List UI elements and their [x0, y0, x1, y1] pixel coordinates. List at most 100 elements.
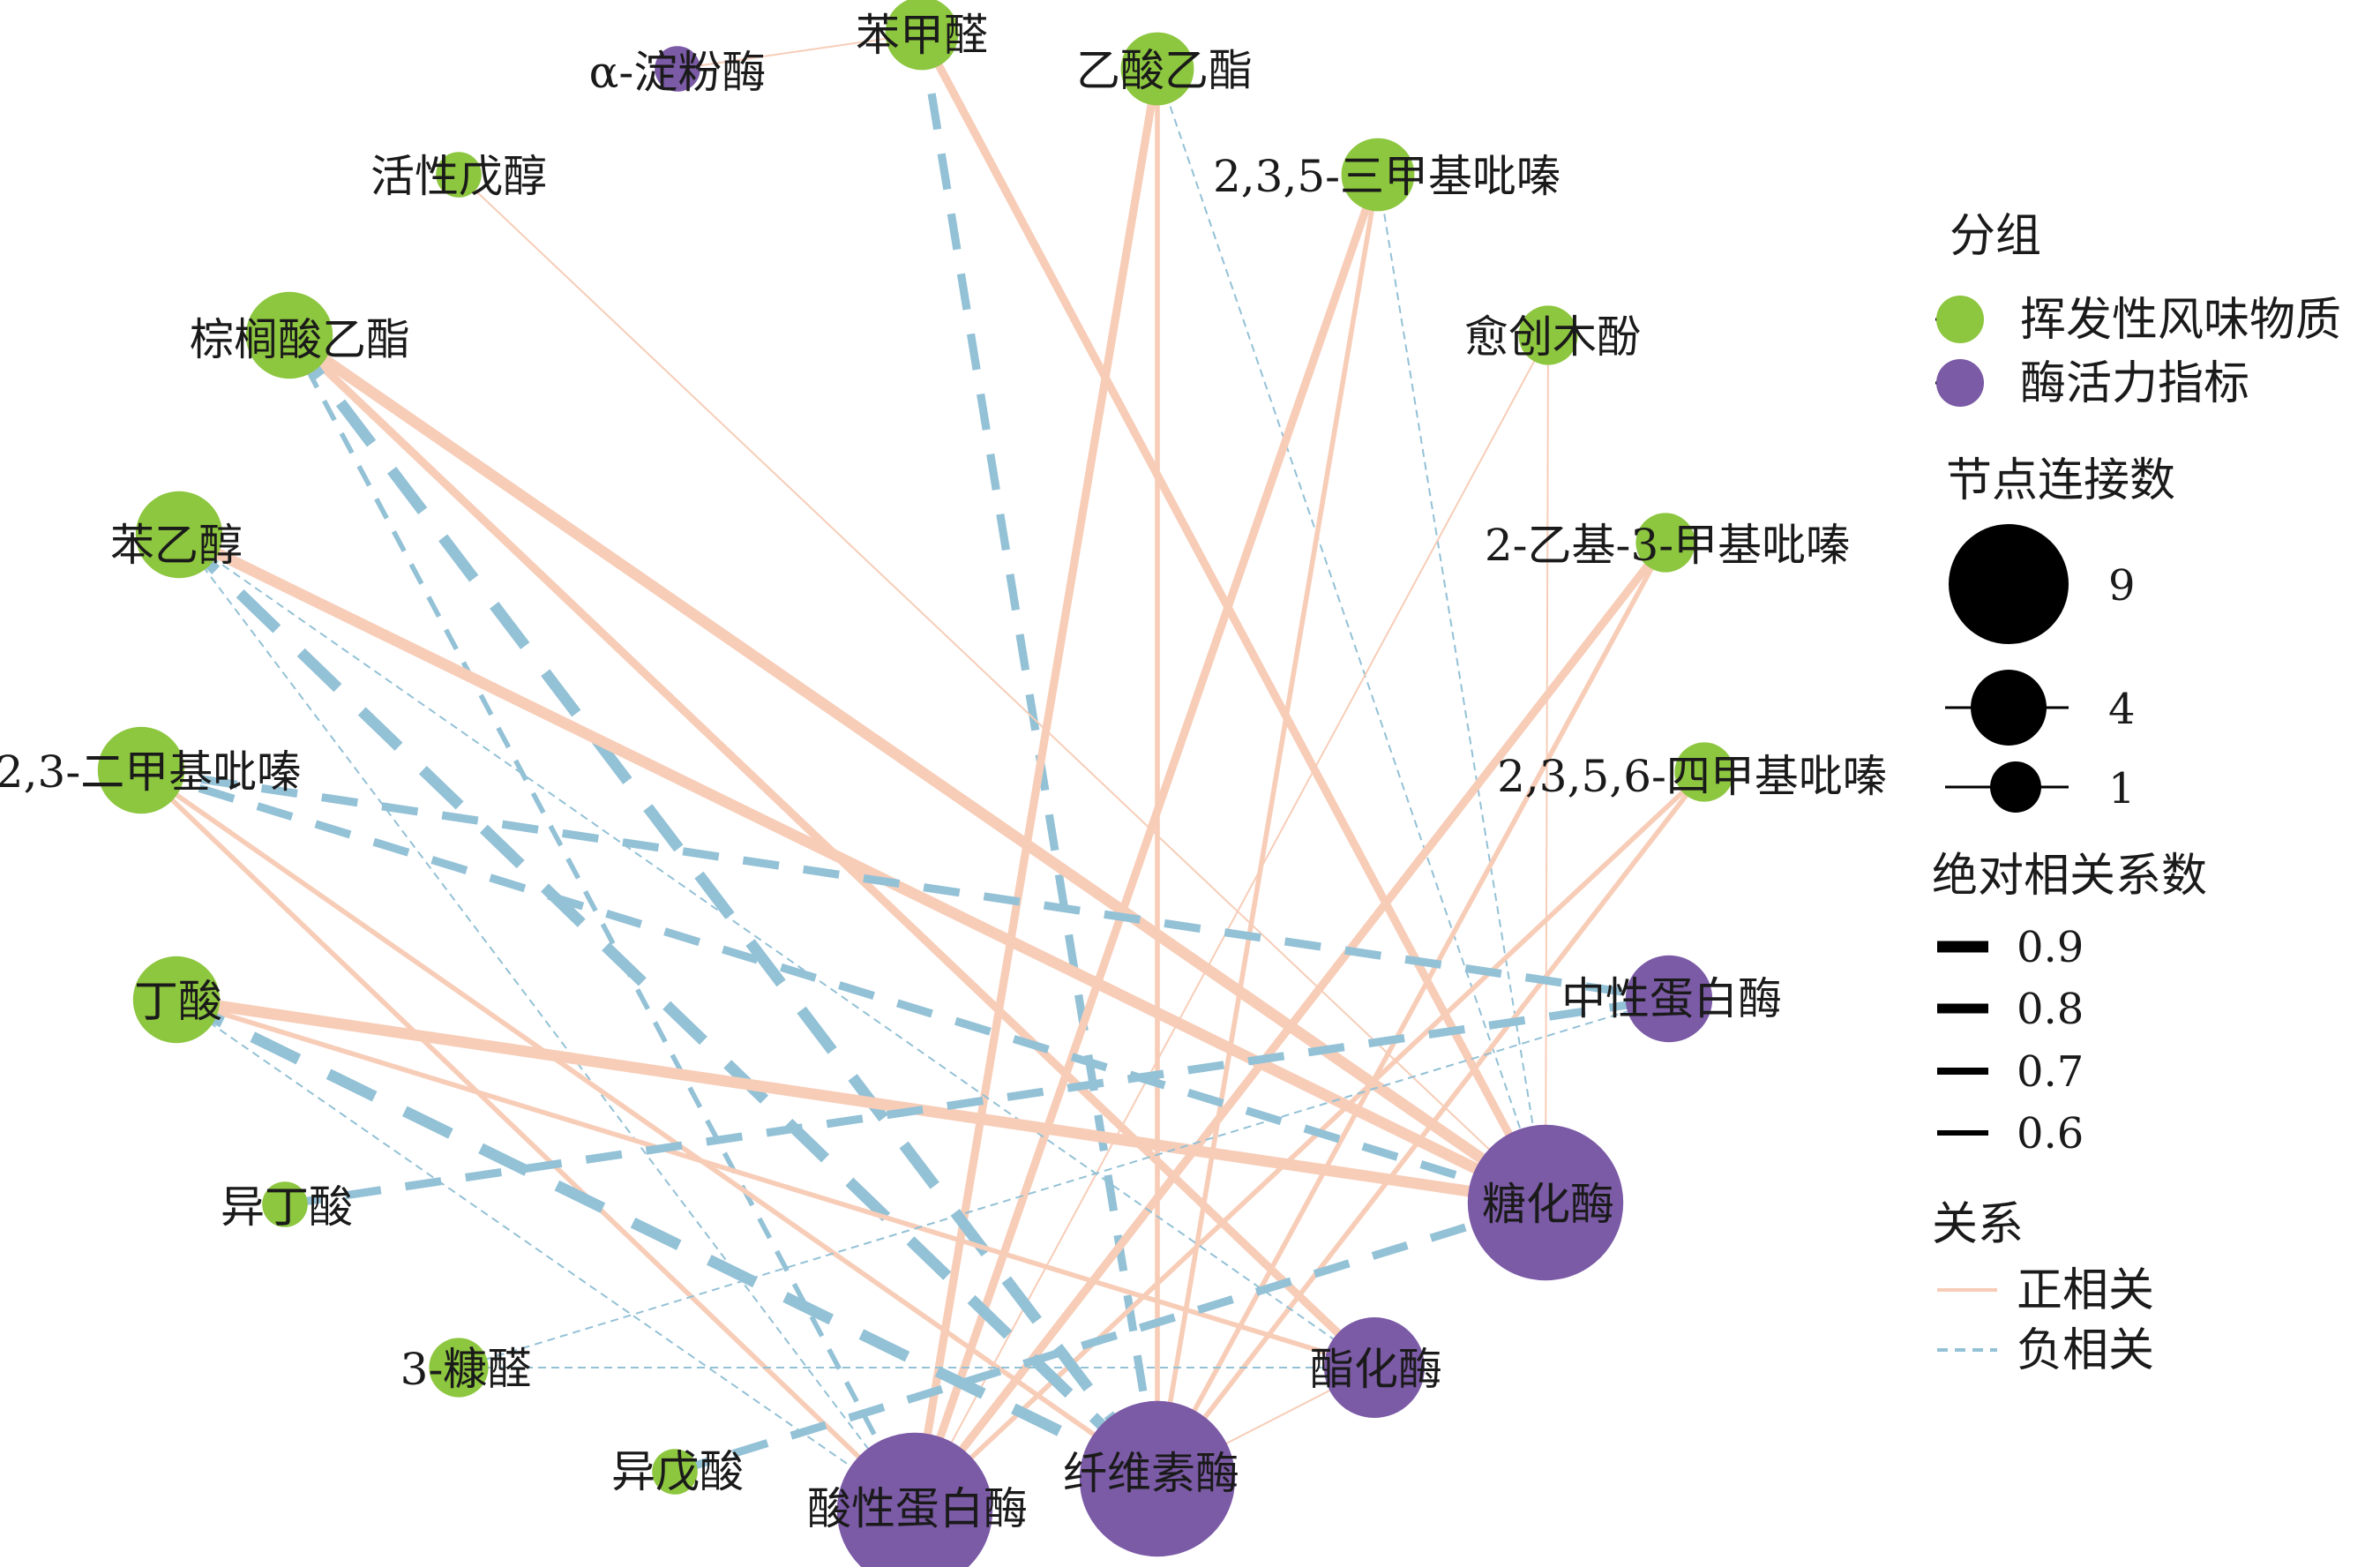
legend-corr-label: 0.9 — [2017, 923, 2084, 972]
node-label-acid_protease: 酸性蛋白酶 — [807, 1483, 1028, 1534]
legend-corr-title: 绝对相关系数 — [1932, 850, 2207, 903]
node-alpha_amylase — [655, 46, 700, 92]
legend-group-item-enzyme: 酶活力指标 — [1935, 357, 2249, 410]
node-label-amyl_alcohol: 活性戊醇 — [370, 151, 547, 202]
edge-phenylethanol-acid_protease — [178, 534, 916, 1511]
node-furfural3 — [429, 1338, 489, 1398]
node-label-furfural3: 3-糠醛 — [400, 1344, 532, 1395]
legend-corr-label: 0.7 — [2017, 1047, 2084, 1097]
node-label-tmp235: 2,3,5-三甲基吡嗪 — [1213, 151, 1560, 202]
node-isobutyric_acid — [262, 1181, 308, 1227]
node-label-neutral_protease: 中性蛋白酶 — [1561, 973, 1782, 1024]
legend-corr-item-0.9: 0.9 — [1937, 923, 2084, 972]
legend-corr-item-0.6: 0.6 — [1937, 1109, 2084, 1158]
legend-key-dot — [1936, 359, 1984, 407]
legend-degree-dot — [1949, 524, 2069, 644]
node-glucoamylase — [1467, 1124, 1624, 1281]
edge-guaiacol-glucoamylase — [1545, 334, 1549, 1203]
legend-relation-label: 正相关 — [2017, 1264, 2154, 1317]
node-label-glucoamylase: 糖化酶 — [1482, 1179, 1614, 1230]
node-acid_protease — [836, 1432, 993, 1567]
legend-group-item-volatile: 挥发性风味物质 — [1935, 294, 2341, 347]
node-ethyl_palmitate — [245, 291, 333, 379]
node-label-isovaleric_acid: 异戊酸 — [611, 1446, 744, 1497]
node-tmp235 — [1341, 138, 1415, 212]
node-label-ethylmethylpyrazine: 2-乙基-3-甲基吡嗪 — [1485, 520, 1850, 571]
edge-dmp23-glucoamylase — [139, 766, 1547, 1207]
legend-degree-dot — [1990, 761, 2041, 813]
edge-ethyl_palmitate-glucoamylase — [286, 330, 1549, 1208]
edge-butyric_acid-esterase — [176, 997, 1375, 1370]
legend-degree-item-4: 4 — [1945, 670, 2136, 746]
edge-amyl_alcohol-glucoamylase — [458, 174, 1546, 1203]
edge-alpha_amylase-benzaldehyde — [677, 33, 923, 70]
edge-ethyl_acetate-acid_protease — [910, 68, 1162, 1511]
node-label-ethyl_palmitate: 棕榈酸乙酯 — [190, 314, 410, 365]
node-dmp23 — [97, 726, 185, 814]
node-benzaldehyde — [885, 0, 959, 71]
edge-isobutyric_acid-neutral_protease — [284, 994, 1670, 1209]
node-label-ethyl_acetate: 乙酸乙酯 — [1076, 45, 1253, 96]
edge-phenylethanol-cellulase — [175, 530, 1162, 1483]
node-label-butyric_acid: 丁酸 — [134, 976, 222, 1027]
node-esterase — [1324, 1317, 1425, 1418]
node-label-esterase: 酯化酶 — [1310, 1344, 1442, 1395]
legend-group-label: 酶活力指标 — [2020, 357, 2249, 410]
legend-key-dot — [1936, 296, 1984, 343]
edge-dmp23-neutral_protease — [140, 766, 1670, 1003]
edge-ethyl_acetate-glucoamylase — [1156, 68, 1546, 1203]
edge-dmp23-acid_protease — [139, 768, 917, 1513]
legend-group-label: 挥发性风味物质 — [2020, 294, 2341, 347]
legend-degree-title: 节点连接数 — [1946, 454, 2175, 507]
legend-degree-dot — [1971, 670, 2047, 746]
edge-phenylethanol-esterase — [178, 534, 1375, 1368]
node-label-tetramethylpyrazine: 2,3,5,6-四甲基吡嗪 — [1497, 751, 1887, 802]
node-label-alpha_amylase: α-淀粉酶 — [589, 47, 767, 98]
node-label-phenylethanol: 苯乙醇 — [110, 520, 243, 571]
legend: 分组 挥发性风味物质 酶活力指标 节点连接数 9 4 1 绝对相关系数 — [1932, 210, 2341, 1377]
legend-corr-label: 0.6 — [2017, 1109, 2084, 1158]
edge-butyric_acid-cellulase — [174, 994, 1160, 1484]
legend-degree-label: 9 — [2108, 561, 2136, 611]
node-amyl_alcohol — [436, 152, 482, 198]
node-guaiacol — [1518, 305, 1578, 365]
edge-butyric_acid-acid_protease — [176, 999, 916, 1511]
node-label-dmp23: 2,3-二甲基吡嗪 — [0, 746, 301, 798]
node-label-benzaldehyde: 苯甲醛 — [856, 10, 988, 61]
legend-corr-item-0.8: 0.8 — [1937, 985, 2084, 1034]
legend-group-title: 分组 — [1950, 210, 2041, 263]
node-tetramethylpyrazine — [1674, 742, 1734, 802]
edge-tmp235-glucoamylase — [1377, 174, 1546, 1203]
legend-degree-label: 1 — [2108, 764, 2136, 813]
legend-relation-item-negative: 负相关 — [1937, 1324, 2154, 1377]
legend-corr-item-0.7: 0.7 — [1937, 1047, 2084, 1097]
node-butyric_acid — [132, 956, 221, 1044]
legend-degree-label: 4 — [2108, 685, 2136, 734]
edge-tetramethylpyrazine-acid_protease — [913, 769, 1706, 1513]
legend-degree-item-1: 1 — [1945, 761, 2136, 813]
node-neutral_protease — [1625, 955, 1713, 1043]
nodes-layer — [97, 0, 1734, 1567]
legend-relation-title: 关系 — [1932, 1198, 2024, 1251]
edge-dmp23-cellulase — [139, 768, 1159, 1481]
edges-layer — [139, 31, 1707, 1513]
edge-isovaleric_acid-glucoamylase — [673, 1198, 1547, 1476]
legend-relation-label: 负相关 — [2017, 1324, 2154, 1377]
legend-corr-label: 0.8 — [2017, 985, 2084, 1034]
node-phenylethanol — [135, 491, 223, 579]
edge-tmp235-acid_protease — [910, 173, 1382, 1512]
node-label-cellulase: 纤维素酶 — [1063, 1448, 1239, 1499]
node-ethyl_acetate — [1120, 32, 1194, 106]
node-ethylmethylpyrazine — [1635, 513, 1695, 573]
legend-degree-item-9: 9 — [1949, 524, 2136, 644]
edge-ethyl_palmitate-acid_protease — [287, 334, 917, 1512]
edge-tmp235-cellulase — [1155, 174, 1381, 1480]
node-cellulase — [1079, 1400, 1236, 1557]
edge-phenylethanol-glucoamylase — [176, 529, 1548, 1208]
edge-guaiacol-acid_protease — [914, 334, 1549, 1511]
edge-butyric_acid-glucoamylase — [176, 993, 1546, 1209]
node-label-guaiacol: 愈创木酚 — [1464, 311, 1641, 363]
edge-ethylmethylpyrazine-cellulase — [1155, 541, 1668, 1481]
